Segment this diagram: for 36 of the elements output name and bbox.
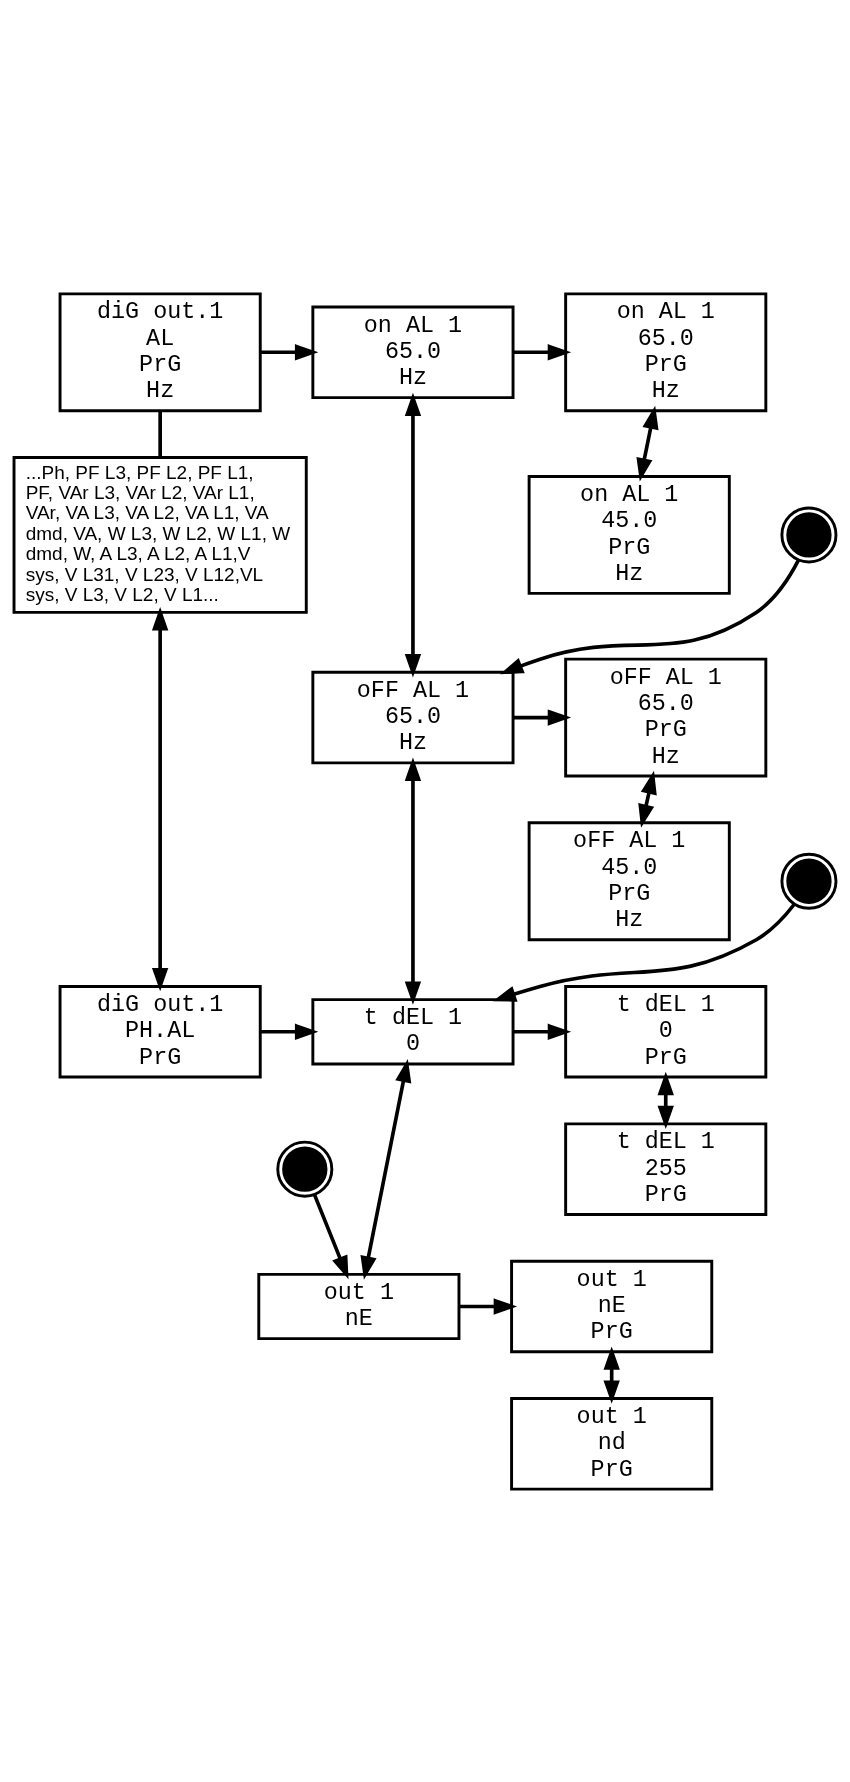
arrow	[492, 902, 796, 1002]
node-box: oFF AL 1 65.0 PrG Hz	[564, 657, 768, 777]
arrow	[404, 392, 422, 677]
arrow	[151, 606, 169, 991]
node-box: on AL 1 45.0 PrG Hz	[527, 474, 731, 595]
node-box: diG out.1 PH.AL PrG	[58, 984, 262, 1079]
node-box: out 1 nE	[257, 1272, 461, 1340]
arrow	[603, 1345, 620, 1404]
arrow	[459, 1297, 518, 1315]
arrow	[657, 1071, 674, 1129]
arrow	[636, 405, 659, 481]
arrow	[404, 757, 422, 1005]
arrow	[513, 1023, 572, 1040]
node-box: out 1 nE PrG	[510, 1259, 714, 1353]
node-circle	[780, 852, 838, 910]
arrow	[513, 343, 572, 360]
node-box: t dEL 1 0 PrG	[564, 984, 768, 1079]
node-box: t dEL 1 255 PrG	[564, 1121, 768, 1216]
node-box: out 1 nd PrG	[510, 1396, 714, 1491]
node-box: on AL 1 65.0 PrG Hz	[564, 291, 768, 412]
node-box: t dEL 1 0	[311, 997, 515, 1065]
connector	[158, 410, 162, 457]
arrow	[499, 558, 801, 674]
node-box: oFF AL 1 65.0 Hz	[311, 670, 515, 764]
arrow	[260, 343, 319, 360]
arrow	[360, 1058, 412, 1280]
arrow	[312, 1193, 349, 1279]
node-circle	[780, 505, 838, 563]
node-box: ...Ph, PF L3, PF L2, PF L1, PF, VAr L3, VAr L2, VAr L1, VAr, VA L3, VA L2, VA L1, VA dmd, VA, W L3, W L2, W L1, W dmd, W, A L3, A L2, A L1,V sys, V L31, V L23, V L12,VL sys, V L3, V L2, V L1...	[12, 455, 308, 614]
arrow	[260, 1023, 319, 1040]
arrow	[638, 770, 657, 828]
arrow	[513, 708, 572, 726]
node-box: on AL 1 65.0 Hz	[311, 305, 515, 399]
node-box: diG out.1 AL PrG Hz	[58, 291, 262, 412]
node-circle	[276, 1140, 334, 1198]
node-box: oFF AL 1 45.0 PrG Hz	[527, 820, 731, 941]
